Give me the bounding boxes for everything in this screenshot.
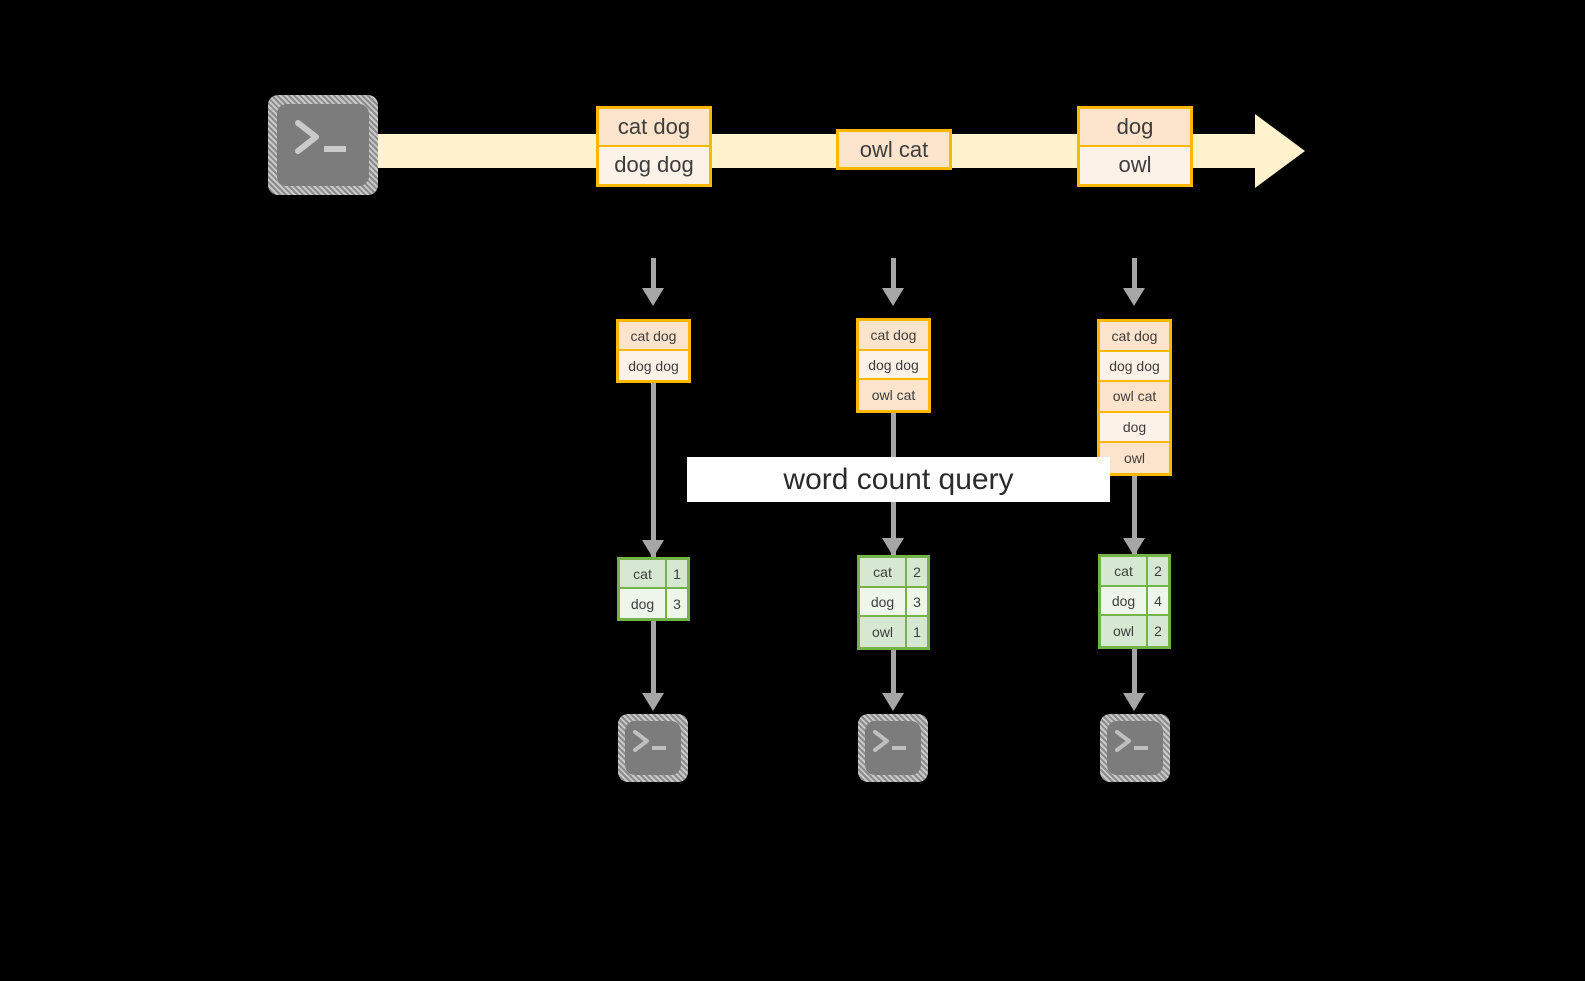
stream-message-line: owl cat [839,132,949,167]
sink-connector-1 [651,621,656,699]
result-word: owl [860,617,907,647]
query-connector-1 [651,383,656,558]
table-row: dog 3 [860,587,927,618]
terminal-prompt-icon [873,730,906,752]
input-row: dog [1100,412,1169,443]
input-table-3: cat dog dog dog owl cat dog owl [1097,319,1172,476]
result-count: 2 [1148,557,1168,585]
result-word: dog [620,589,667,618]
input-row: cat dog [859,321,928,351]
input-row: owl [1100,442,1169,473]
table-row: owl 1 [860,617,927,647]
result-word: dog [860,587,907,616]
stream-message-line: dog [1080,109,1190,147]
result-word: dog [1101,586,1148,615]
dashed-connector-3 [1132,258,1137,288]
sink-connector-arrowhead-2 [882,693,904,711]
result-count: 2 [1148,616,1168,646]
dashed-connector-1 [651,258,656,288]
terminal-prompt-icon [1115,730,1148,752]
result-count: 3 [667,589,687,618]
input-row: cat dog [1100,322,1169,353]
result-word: owl [1101,616,1148,646]
sink-terminal-icon-3 [1100,714,1170,782]
dashed-connector-2 [891,258,896,288]
result-table-1: cat 1 dog 3 [617,557,690,621]
terminal-face [277,104,369,186]
terminal-prompt-icon [295,120,346,154]
result-count: 2 [907,558,927,586]
query-banner: word count query [687,457,1110,502]
input-row: owl cat [859,380,928,410]
sink-connector-3 [1132,649,1137,699]
input-row: cat dog [619,322,688,351]
stream-message-3: dog owl [1077,106,1193,187]
input-table-1: cat dog dog dog [616,319,691,383]
stream-message-line: cat dog [599,109,709,147]
sink-connector-arrowhead-3 [1123,693,1145,711]
sink-connector-arrowhead-1 [642,693,664,711]
result-count: 1 [667,560,687,587]
terminal-prompt-icon [633,730,666,752]
query-connector-arrowhead-2 [882,538,904,556]
sink-connector-2 [891,650,896,699]
query-connector-arrowhead-3 [1123,538,1145,556]
result-word: cat [860,558,907,586]
input-row: dog dog [1100,352,1169,383]
dashed-connector-arrowhead-1 [642,288,664,306]
sink-terminal-icon-2 [858,714,928,782]
input-row: owl cat [1100,382,1169,413]
table-row: cat 2 [860,558,927,588]
input-row: dog dog [619,351,688,380]
stream-message-2: owl cat [836,129,952,170]
dashed-connector-arrowhead-2 [882,288,904,306]
result-count: 1 [907,617,927,647]
dashed-connector-arrowhead-3 [1123,288,1145,306]
source-terminal-icon [268,95,378,195]
result-count: 3 [907,587,927,616]
input-row: dog dog [859,350,928,381]
sink-terminal-icon-1 [618,714,688,782]
table-row: cat 1 [620,560,687,589]
stream-arrowhead [1255,114,1305,188]
table-row: cat 2 [1101,557,1168,587]
result-count: 4 [1148,586,1168,615]
result-word: cat [1101,557,1148,585]
query-connector-arrowhead-1 [642,540,664,558]
table-row: dog 3 [620,589,687,618]
table-row: owl 2 [1101,616,1168,646]
stream-message-line: owl [1080,146,1190,184]
query-connector-3 [1132,476,1137,556]
result-table-3: cat 2 dog 4 owl 2 [1098,554,1171,649]
stream-message-line: dog dog [599,146,709,184]
input-table-2: cat dog dog dog owl cat [856,318,931,413]
result-word: cat [620,560,667,587]
result-table-2: cat 2 dog 3 owl 1 [857,555,930,650]
table-row: dog 4 [1101,586,1168,617]
stream-message-1: cat dog dog dog [596,106,712,187]
